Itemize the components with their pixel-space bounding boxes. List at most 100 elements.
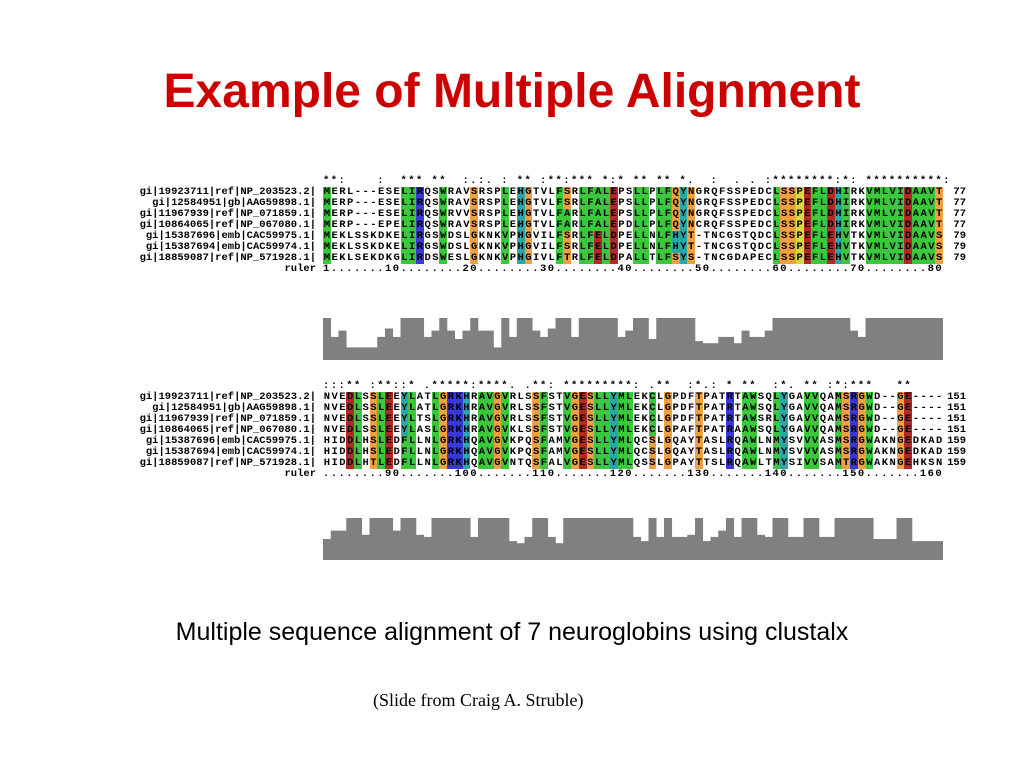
sequence-id: gi|15387694|emb|CAC59974.1| [145, 241, 316, 253]
sequence-id: gi|15387696|emb|CAC59975.1| [145, 230, 316, 242]
conservation-bar [695, 518, 704, 560]
conservation-bar [764, 330, 773, 360]
conservation-bar [935, 541, 943, 560]
conservation-bar [640, 318, 649, 360]
conservation-bar [524, 318, 533, 360]
conservation-bar [772, 318, 781, 360]
conservation-bar [687, 318, 696, 360]
conservation-bar [772, 518, 781, 560]
conservation-bar [330, 530, 339, 560]
conservation-bar [710, 343, 719, 360]
conservation-bar [695, 341, 704, 360]
conservation-bar [454, 339, 463, 360]
sequence-end-position: 77 [953, 208, 966, 220]
conservation-bar [555, 318, 564, 360]
conservation-bar [431, 518, 440, 560]
conservation-bar [850, 330, 859, 360]
conservation-bar [795, 318, 804, 360]
ruler-ticks: ........90.......100.......110.......120… [323, 468, 944, 480]
conservation-bar [935, 318, 943, 360]
conservation-bar [912, 541, 921, 560]
conservation-bar [540, 336, 549, 360]
conservation-bar [493, 347, 502, 360]
sequence-id: gi|12584951|gb|AAG59898.1| [152, 402, 316, 414]
conservation-bar [571, 518, 580, 560]
conservation-bar [385, 518, 394, 560]
conservation-bar [633, 318, 642, 360]
conservation-bar [919, 318, 928, 360]
sequence-id: gi|10864065|ref|NP_067080.1| [139, 424, 316, 436]
conservation-bar [633, 536, 642, 560]
conservation-bar [485, 330, 494, 360]
consensus-symbols: **: : *** ** :.:. : ** :**:*** *:* ** **… [315, 175, 951, 187]
conservation-bar [912, 318, 921, 360]
conservation-bar [470, 536, 479, 560]
conservation-bar [555, 543, 564, 560]
sequence-end-position: 77 [953, 219, 966, 231]
conservation-bar [625, 330, 634, 360]
conservation-bar [609, 518, 618, 560]
conservation-bar [888, 539, 897, 560]
conservation-bar [563, 518, 572, 560]
conservation-bar [361, 534, 370, 560]
conservation-bar [857, 518, 866, 560]
conservation-bar [408, 518, 417, 560]
conservation-bar [656, 318, 665, 360]
conservation-bar [780, 518, 789, 560]
conservation-bar [563, 318, 572, 360]
conservation-bar [485, 518, 494, 560]
conservation-bar [330, 336, 339, 360]
ruler-row: ruler........90.......100.......110.....… [0, 469, 1024, 480]
conservation-bar [749, 518, 758, 560]
sequence-end-position: 77 [953, 197, 966, 209]
conservation-bar [439, 318, 448, 360]
conservation-bar [795, 536, 804, 560]
conservation-bar [578, 518, 587, 560]
conservation-bar [501, 318, 510, 360]
conservation-bar [741, 330, 750, 360]
conservation-bar [509, 336, 518, 360]
conservation-bar [919, 541, 928, 560]
conservation-bar [470, 318, 479, 360]
conservation-bar [361, 347, 370, 360]
conservation-bar [702, 541, 711, 560]
conservation-bar [857, 336, 866, 360]
conservation-bar [710, 536, 719, 560]
ruler-label: ruler [284, 263, 316, 275]
conservation-bar [788, 536, 797, 560]
conservation-bar [803, 318, 812, 360]
conservation-bar [888, 318, 897, 360]
conservation-bar [602, 518, 611, 560]
sequence-id: gi|19923711|ref|NP_203523.2| [139, 391, 316, 403]
sequence-end-position: 151 [947, 413, 966, 425]
conservation-bar [392, 336, 401, 360]
conservation-bar [377, 336, 386, 360]
conservation-bar [346, 347, 355, 360]
conservation-bar [865, 318, 874, 360]
conservation-bar [578, 318, 587, 360]
conservation-bar [377, 518, 386, 560]
conservation-bar [687, 534, 696, 560]
conservation-bar [726, 518, 735, 560]
sequence-end-position: 151 [947, 391, 966, 403]
conservation-bar [586, 518, 595, 560]
conservation-bar [571, 336, 580, 360]
sequence-id: gi|15387694|emb|CAC59974.1| [145, 446, 316, 458]
conservation-bar [625, 518, 634, 560]
conservation-bar [547, 536, 556, 560]
sequence-id: gi|11967939|ref|NP_071859.1| [139, 208, 316, 220]
conservation-bar [594, 318, 603, 360]
conservation-bar [532, 518, 541, 560]
conservation-bar [656, 536, 665, 560]
